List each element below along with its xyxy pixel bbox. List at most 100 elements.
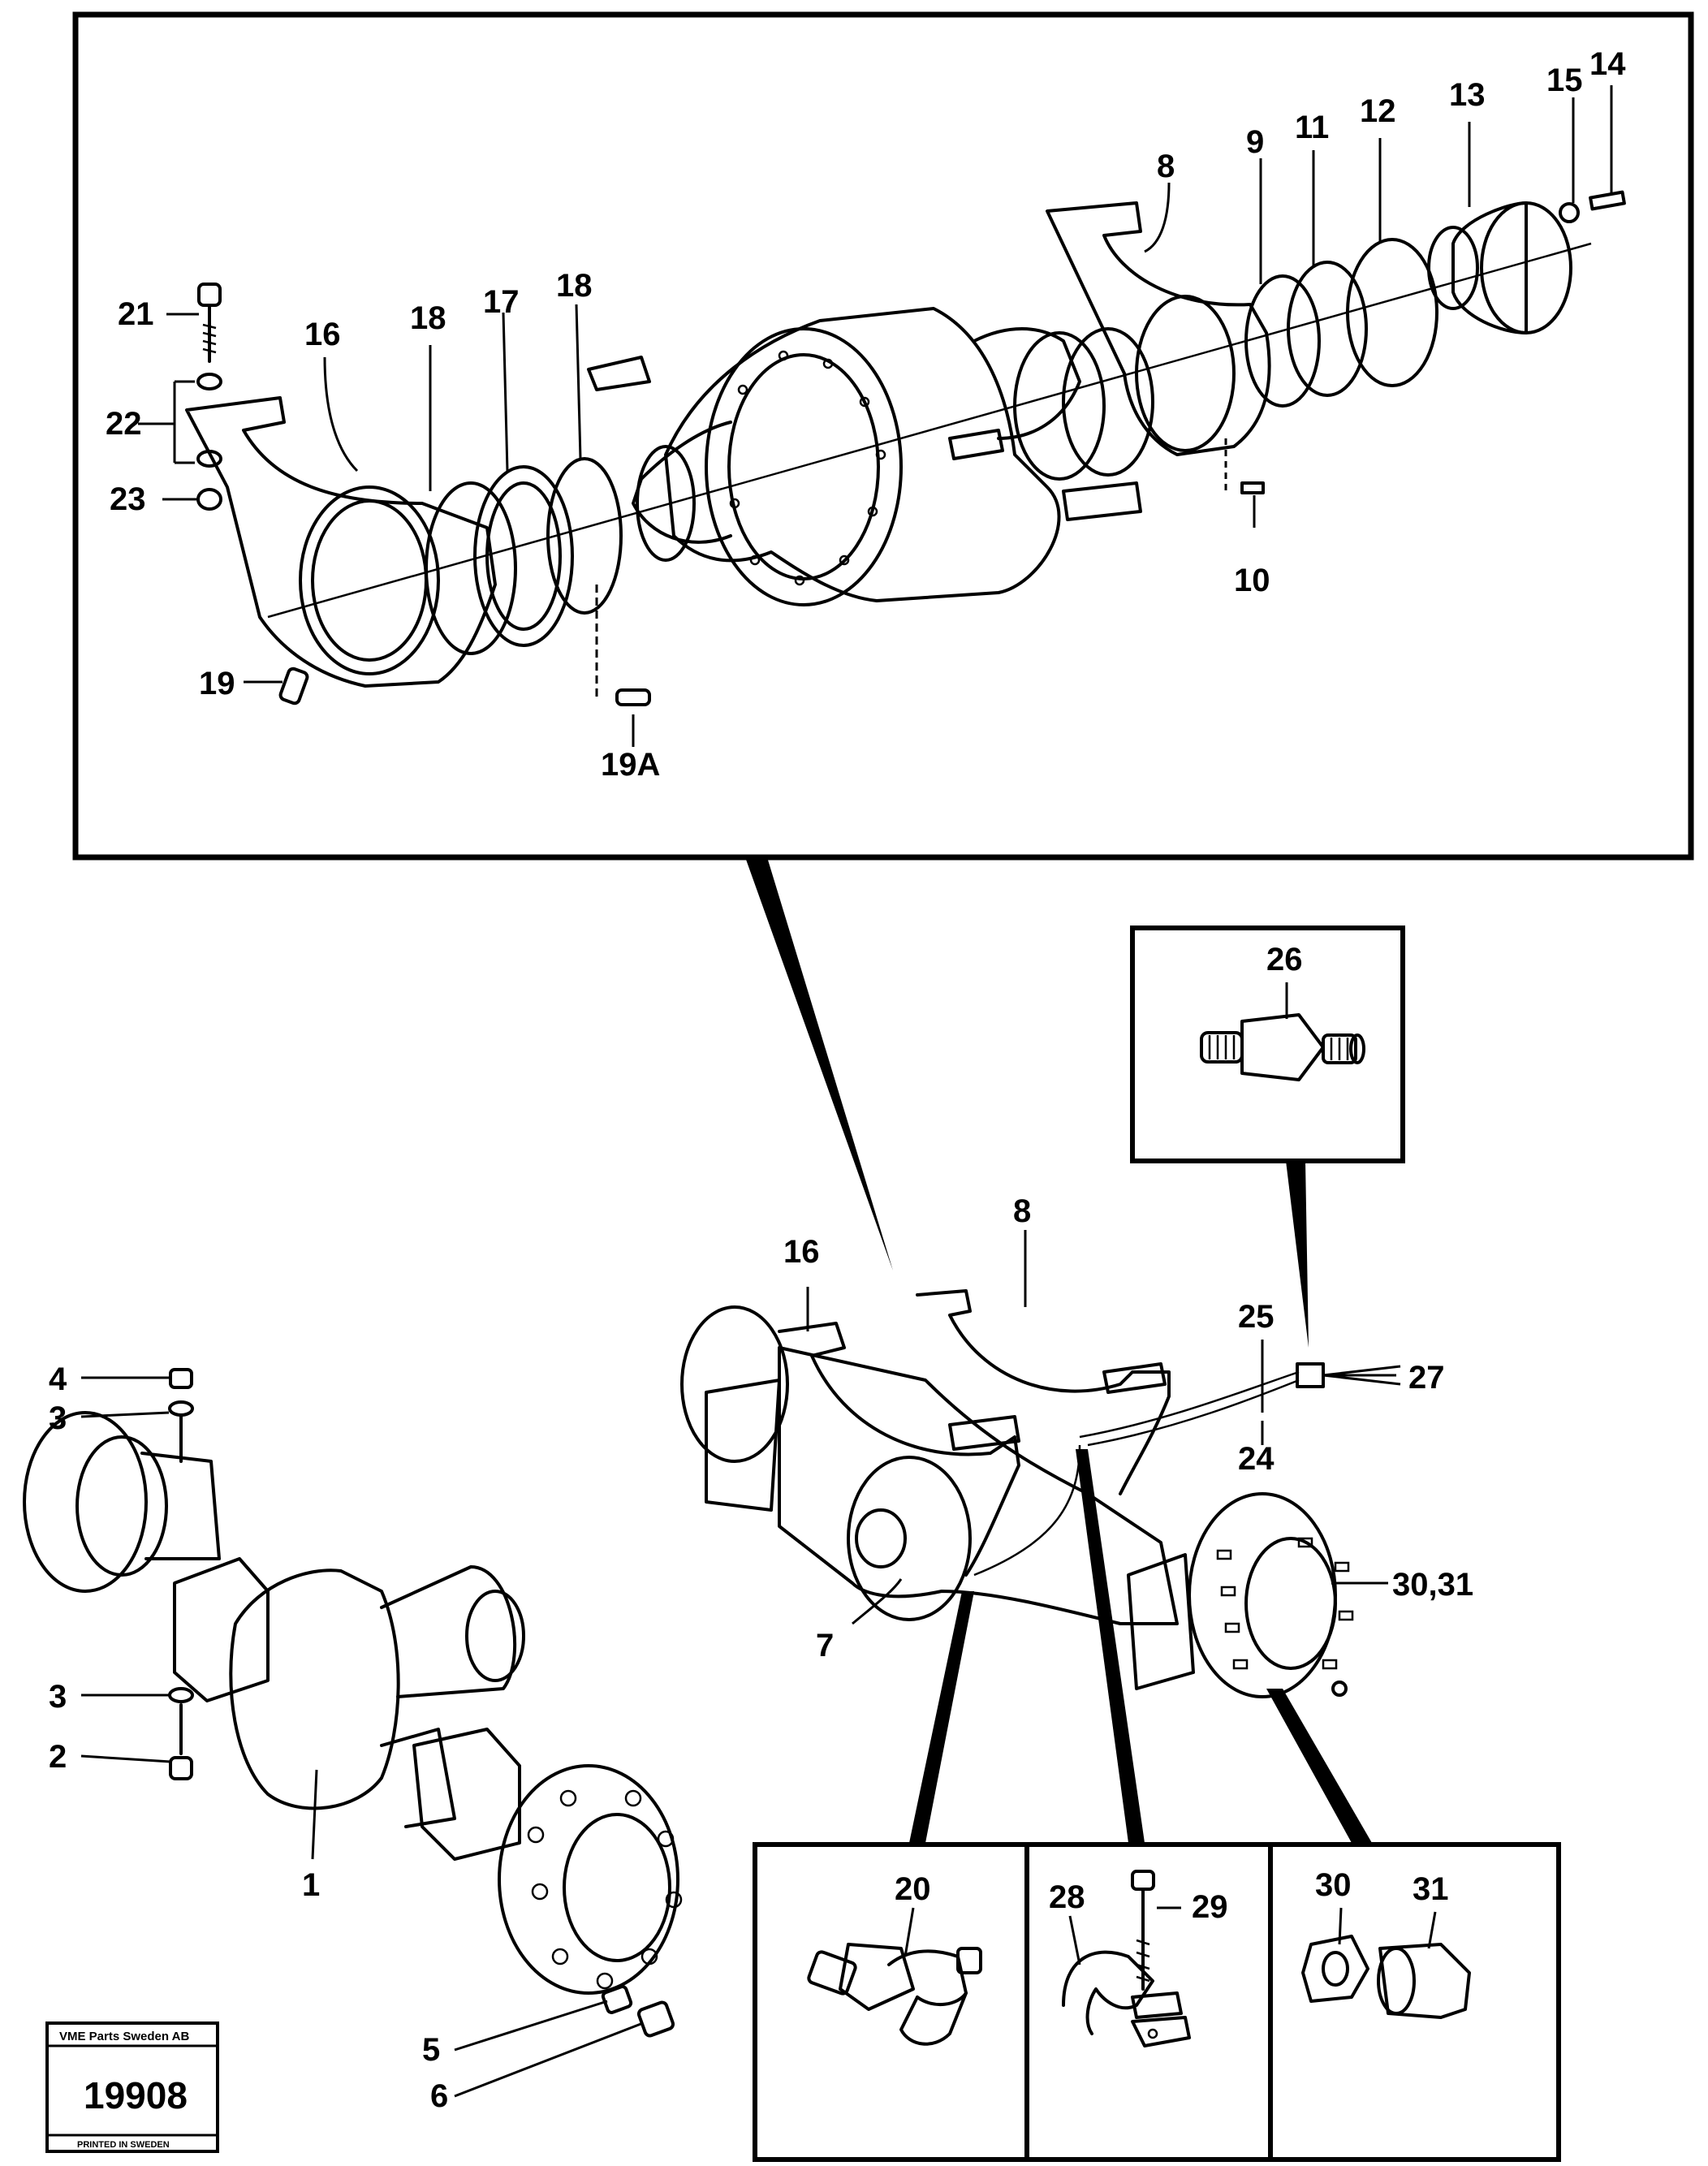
- bracket-right-bore: [1135, 295, 1236, 452]
- left-axle-hub-far: [23, 1411, 148, 1593]
- label-1: 1: [302, 1867, 320, 1903]
- exploded-axle-drawing: [185, 190, 1626, 706]
- labels-top: 21 16 18 17 18 22 23 19 19A 8 9 11 12 13…: [106, 46, 1626, 783]
- ring-12: [1346, 238, 1438, 387]
- label-17: 17: [483, 284, 520, 320]
- housing-flange: [705, 327, 903, 606]
- washer-3-top: [168, 1400, 194, 1417]
- label-3-bottom: 3: [49, 1679, 67, 1715]
- label-11: 11: [1295, 110, 1329, 145]
- label-13: 13: [1449, 77, 1486, 113]
- left-axle-drawing: [23, 1368, 683, 2038]
- left-axle-tube-near: [380, 1728, 456, 1828]
- grease-line-25: [1079, 1370, 1300, 1439]
- detail-frame-fittings-bottom: [753, 1842, 1561, 2162]
- nut-4: [169, 1368, 193, 1389]
- parts-stamp: VME Parts Sweden AB 19908 PRINTED IN SWE…: [45, 2021, 219, 2153]
- label-16-top: 16: [304, 317, 341, 352]
- washer-22-bottom: [196, 450, 222, 468]
- assembled-hub-left: [680, 1305, 789, 1463]
- leader-30: [1338, 1907, 1343, 1945]
- ring-18-right: [546, 457, 623, 615]
- grease-line-drop: [973, 1444, 1081, 1577]
- leaders-left-axle: [80, 1376, 644, 2098]
- left-axle-nose-flange: [465, 1590, 525, 1682]
- axle-tube-left: [632, 421, 732, 544]
- stamp-company: VME Parts Sweden AB: [59, 2030, 189, 2043]
- washer-15: [1559, 202, 1580, 223]
- assembled-pinion: [855, 1508, 907, 1568]
- leaders-top: [138, 85, 1613, 747]
- callout-wedge-20: [909, 1591, 974, 1843]
- assembled-hub-right-studs: [1216, 1537, 1354, 1670]
- assembled-bracket-16: [778, 1322, 1020, 1577]
- callout-wedge-main: [745, 857, 893, 1271]
- bolt-21-thread: [202, 323, 217, 354]
- part-10: [1240, 481, 1265, 494]
- ring-17: [473, 465, 574, 647]
- ring-9-left: [1013, 331, 1106, 481]
- leader-28: [1068, 1915, 1081, 1965]
- leader-31: [1427, 1911, 1437, 1949]
- grease-nipple-19A: [615, 688, 651, 706]
- assembled-hub-right: [1188, 1492, 1337, 1698]
- assembled-axle-drawing: [680, 1289, 1354, 1698]
- label-19: 19: [199, 666, 235, 701]
- label-7: 7: [816, 1628, 834, 1663]
- axle-tube-right: [973, 327, 1081, 440]
- center-axis-line: [267, 242, 1592, 619]
- assembled-pad-right: [1102, 1362, 1167, 1394]
- assembled-hub-right-face: [1244, 1537, 1337, 1670]
- bracket-left-16: [185, 396, 497, 688]
- stamp-number: 19908: [84, 2074, 188, 2116]
- labels-assembled: 16 8 25 27 24 30,31 7: [783, 1193, 1473, 1663]
- label-25: 25: [1238, 1299, 1275, 1335]
- label-18-top-right: 18: [556, 268, 593, 304]
- bracket-left-bore: [299, 485, 440, 675]
- label-9: 9: [1246, 124, 1264, 160]
- mounting-pad-top: [587, 356, 651, 391]
- assembled-bracket-8: [916, 1289, 1171, 1495]
- nut-30-cap-31: [1301, 1935, 1471, 2019]
- callout-wedge-30: [1266, 1689, 1372, 1843]
- assembled-housing: [778, 1346, 1179, 1625]
- ring-18-left: [425, 481, 517, 655]
- hub-13-face: [1427, 226, 1479, 310]
- label-30-31: 30,31: [1392, 1567, 1473, 1603]
- left-axle-tube-far: [140, 1452, 221, 1560]
- label-8-assembled: 8: [1013, 1193, 1031, 1229]
- left-axle-hub-far-inner: [75, 1435, 168, 1577]
- fitting-27: [1296, 1362, 1325, 1388]
- clamp-28-bolt-29: [1062, 1870, 1191, 2047]
- flange-bolts: [729, 350, 886, 586]
- elbow-fitting-20: [807, 1943, 982, 2046]
- assembled-pad-center: [948, 1415, 1020, 1451]
- bolt-21-head: [197, 283, 222, 307]
- stamp-printed: PRINTED IN SWEDEN: [77, 2140, 170, 2150]
- label-31: 31: [1413, 1871, 1449, 1907]
- leaders-assembled: [806, 1230, 1401, 1625]
- label-4: 4: [49, 1361, 67, 1397]
- detail-frame-fitting-26: [1130, 926, 1405, 1163]
- plug-5: [601, 1985, 633, 2014]
- label-12: 12: [1360, 93, 1396, 129]
- label-16-assembled: 16: [783, 1234, 820, 1270]
- label-30-bottom: 30: [1315, 1867, 1352, 1903]
- grease-nipple-19: [278, 667, 309, 705]
- label-5: 5: [422, 2032, 440, 2068]
- hub-nut: [1331, 1681, 1348, 1697]
- grease-line-24: [1087, 1379, 1300, 1447]
- ring-9-left-b: [1062, 327, 1154, 477]
- hub-13-body: [1451, 201, 1528, 334]
- label-27: 27: [1408, 1360, 1445, 1396]
- label-15: 15: [1546, 63, 1583, 98]
- left-axle-hub-near: [498, 1764, 679, 1995]
- label-14: 14: [1589, 46, 1626, 82]
- label-8-top: 8: [1157, 149, 1175, 184]
- label-24: 24: [1238, 1441, 1275, 1477]
- left-axle-nose: [380, 1565, 517, 1698]
- assembled-diff-boss: [847, 1456, 972, 1621]
- left-axle-hub-near-face: [563, 1813, 671, 1962]
- label-21: 21: [118, 296, 154, 332]
- assembled-hub-left-guard: [705, 1379, 781, 1512]
